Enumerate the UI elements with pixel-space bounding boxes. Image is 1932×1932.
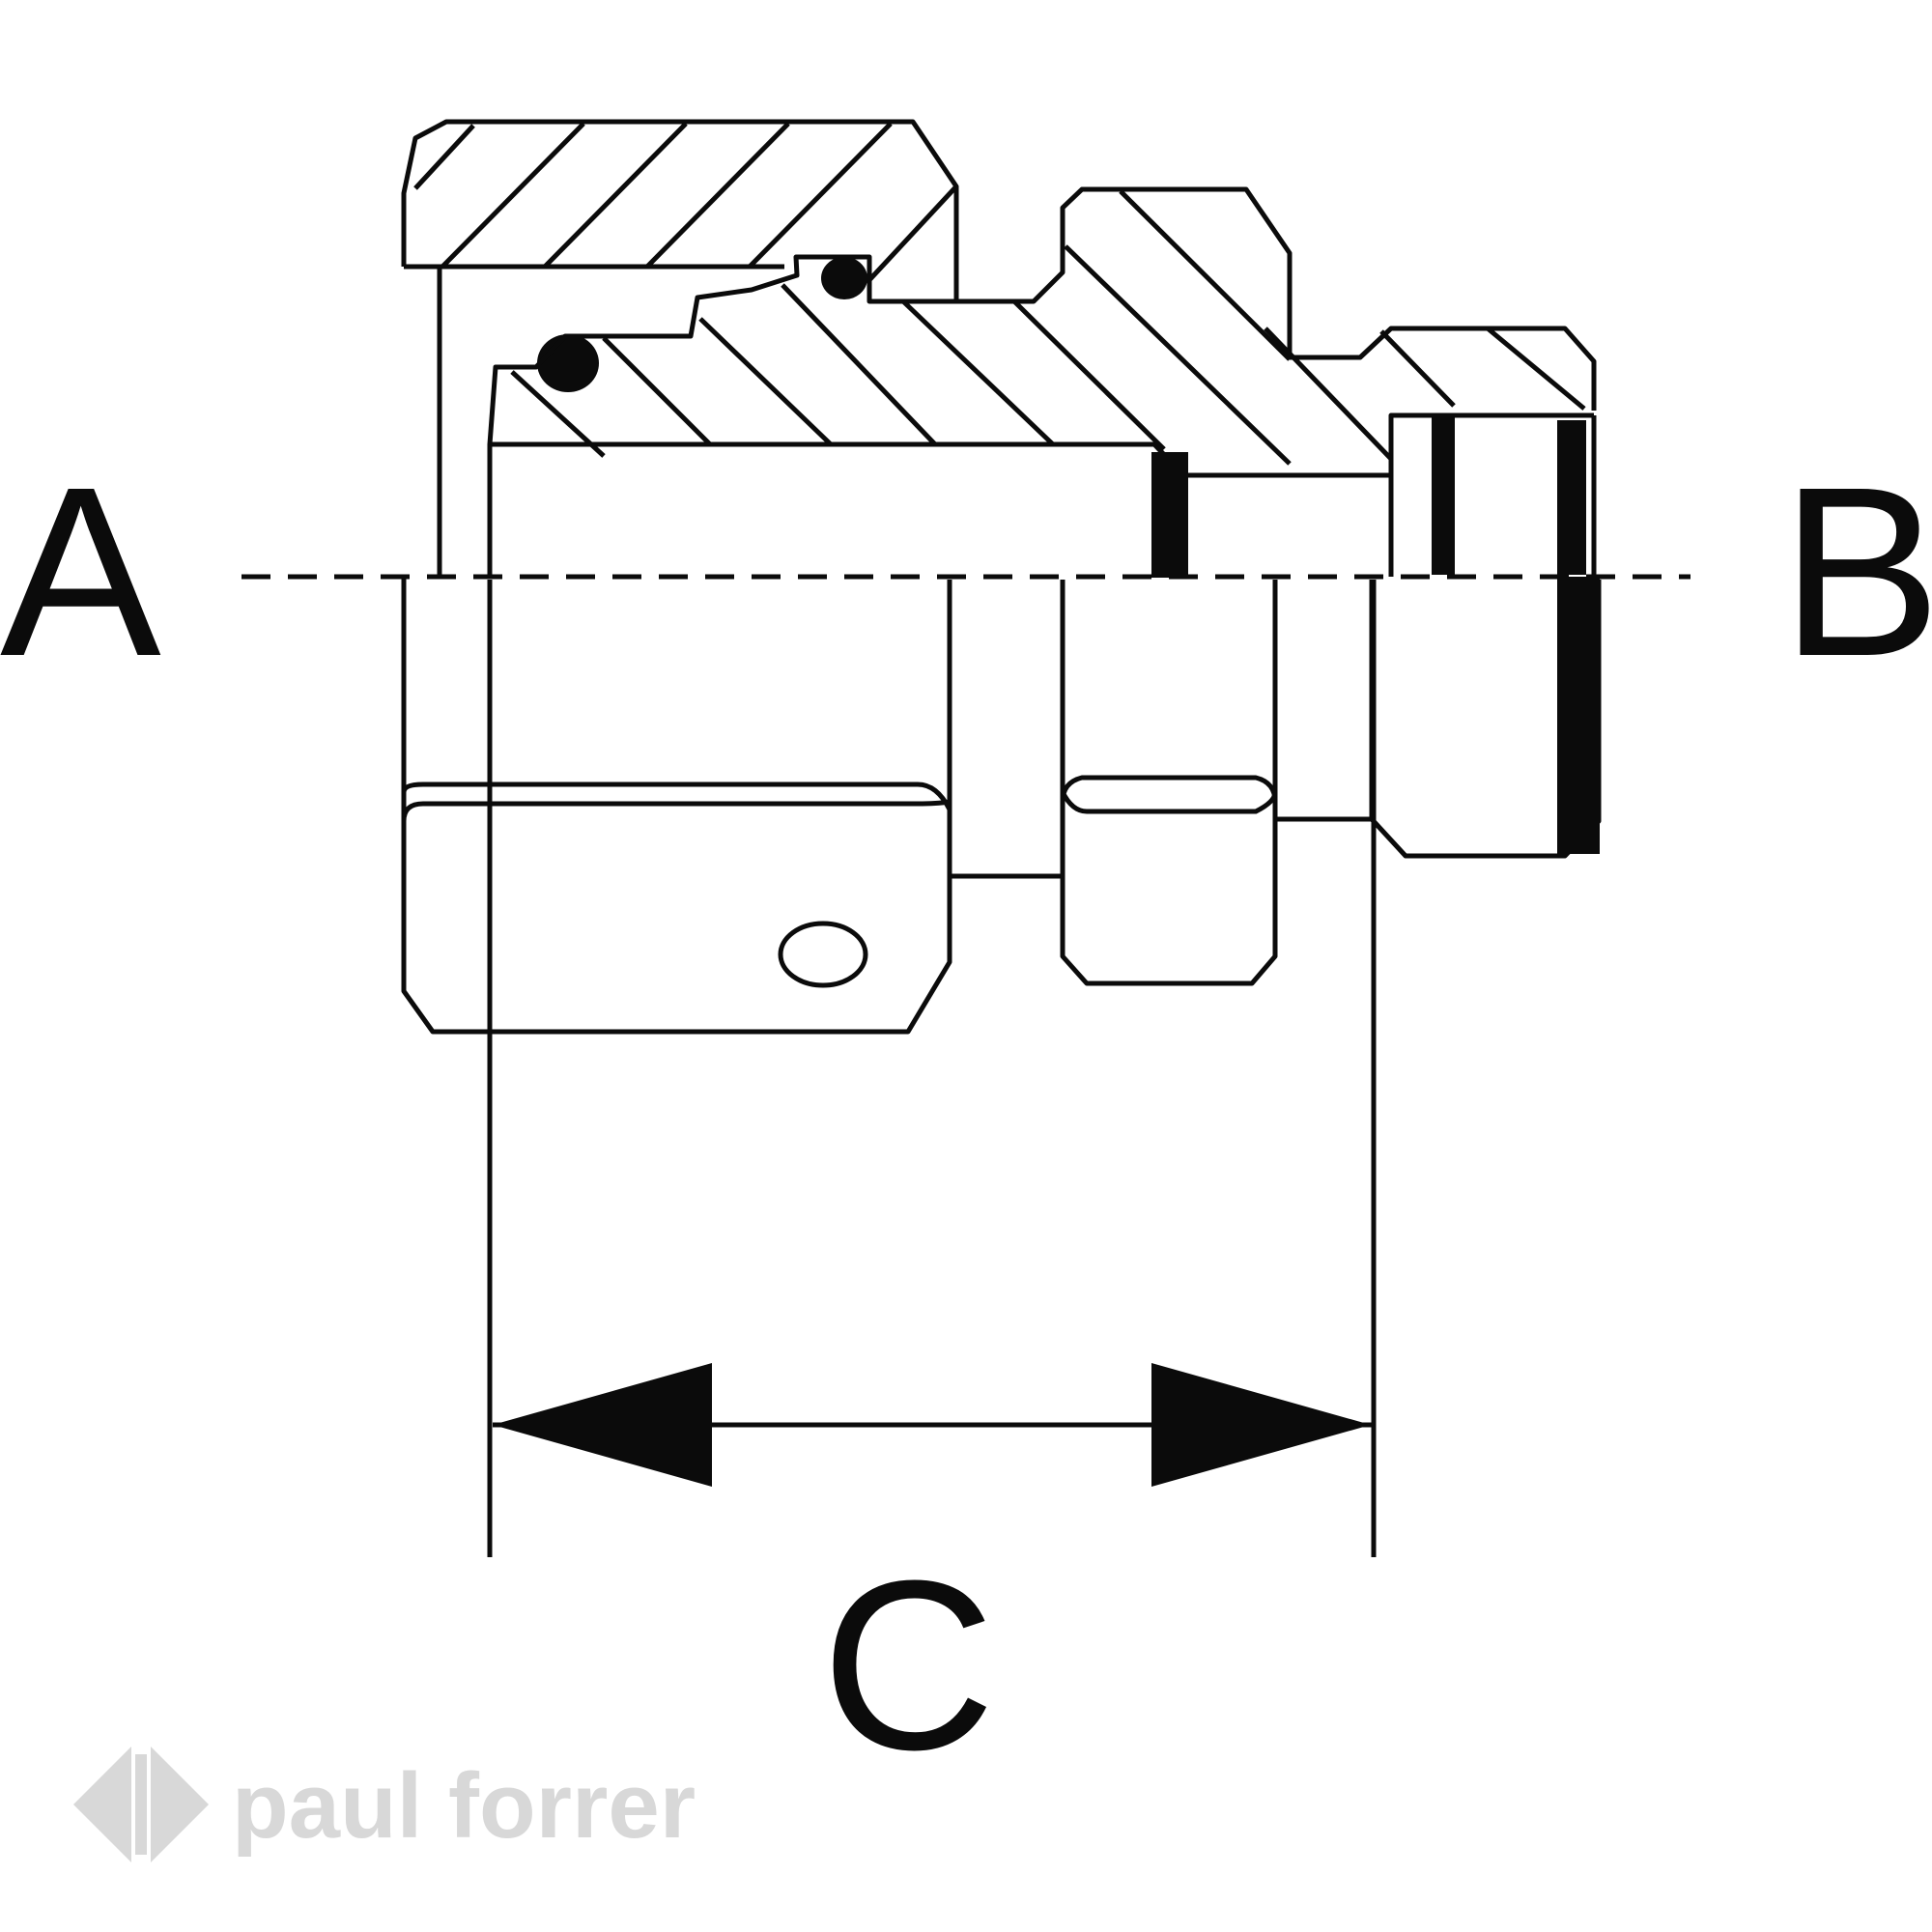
- label-a: A: [0, 437, 161, 706]
- label-b: B: [1780, 437, 1932, 706]
- stud-seal-face-lower: [1557, 577, 1600, 854]
- o-ring-small: [821, 257, 867, 299]
- fitting-body-lower: [947, 577, 1602, 986]
- watermark-text: paul forrer: [232, 1754, 696, 1858]
- o-ring-large: [537, 334, 599, 392]
- label-c: C: [821, 1530, 996, 1800]
- dimension-arrow-right: [1151, 1363, 1371, 1487]
- watermark: paul forrer: [73, 1747, 696, 1862]
- body-seal-face: [1151, 452, 1188, 578]
- dimension-c: [487, 580, 1377, 1557]
- union-nut: [401, 119, 959, 1035]
- dimension-arrow-left: [493, 1363, 712, 1487]
- nut-bore-hole: [778, 921, 868, 988]
- diamond-logo-icon: [73, 1747, 209, 1862]
- nut-hatching: [413, 122, 958, 284]
- fitting-body: [487, 186, 1597, 578]
- body-hatching: [510, 189, 1586, 466]
- stud-seal-face-top: [1432, 415, 1455, 575]
- stud-seal-face-right: [1557, 420, 1586, 575]
